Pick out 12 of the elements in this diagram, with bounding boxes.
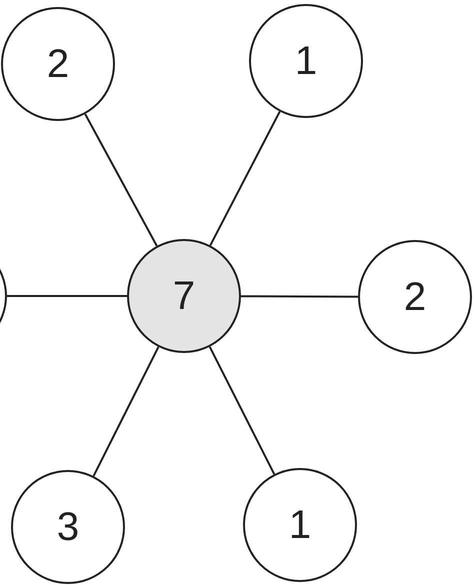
node-number: 7	[172, 276, 196, 316]
connector-line	[7, 295, 127, 297]
node-number: 2	[46, 44, 70, 84]
connector-line	[241, 295, 358, 298]
node-number: 1	[294, 41, 318, 81]
connector-line	[209, 111, 281, 246]
connector-line	[92, 346, 160, 476]
node-number: 3	[56, 507, 80, 547]
node-number: 1	[288, 505, 312, 545]
connector-line	[208, 346, 276, 475]
node-number: 2	[404, 277, 426, 317]
connector-line	[84, 114, 158, 246]
